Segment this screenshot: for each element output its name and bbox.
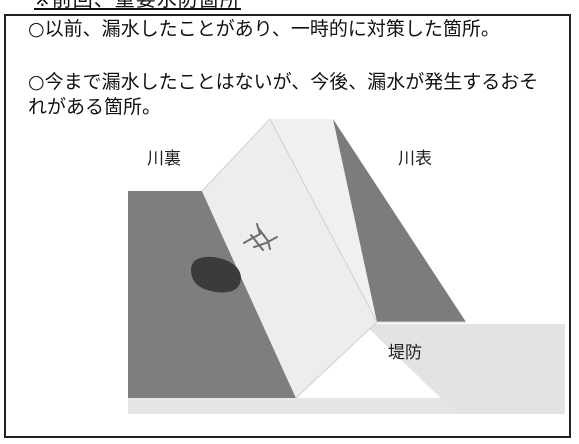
landside-slope: [128, 191, 296, 398]
crest-edge-line: [201, 118, 378, 323]
outer-side-label: 川表: [398, 149, 432, 169]
embankment-base: [364, 324, 565, 414]
bullet-1: ○以前、漏水したことがあり、一時的に対策した箇所。: [28, 18, 500, 40]
inner-side-label: 川裏: [147, 149, 181, 169]
embankment-label: 堤防: [388, 343, 422, 363]
embankment-face: [202, 119, 377, 398]
leakage-spot: [191, 256, 241, 293]
bullet-2: ○今まで漏水したことはないが、今後、漏水が発生するおそれがある箇所。: [28, 71, 539, 118]
page-heading-fragment: ※前回、重要水防箇所: [34, 0, 241, 10]
toe-line: [295, 321, 466, 399]
crack-mark: [243, 223, 278, 251]
